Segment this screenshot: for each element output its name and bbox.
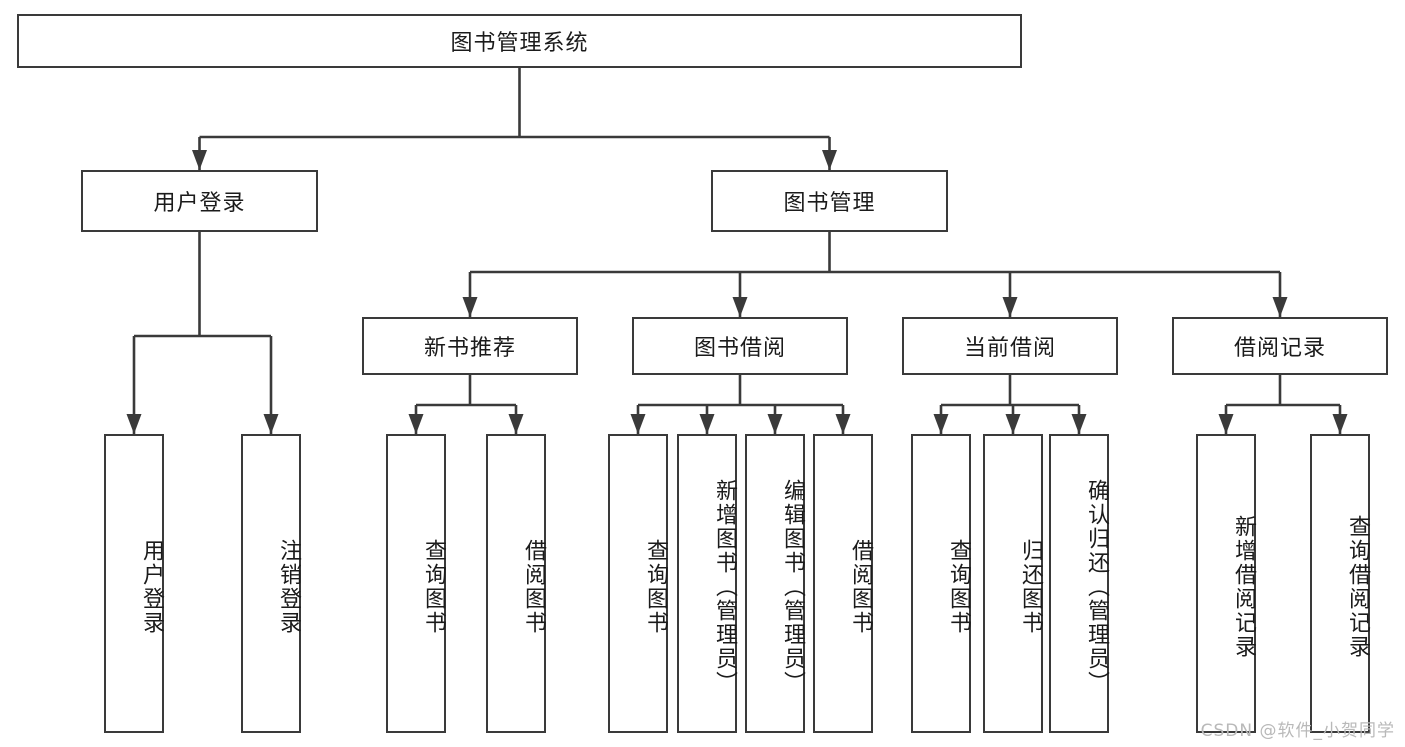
node-label: 借阅图书	[848, 538, 873, 635]
node-label: 新增图书（管理员）	[712, 478, 737, 695]
node-label: 图书管理系统	[450, 31, 589, 56]
leaf-confirm-return-admin[interactable]: 确认归还（管理员）	[1049, 434, 1109, 733]
node-label: 归还图书	[1018, 538, 1043, 635]
node-label: 查询借阅记录	[1345, 514, 1370, 659]
node-book-management[interactable]: 图书管理	[711, 170, 948, 232]
leaf-query-books-current[interactable]: 查询图书	[911, 434, 971, 733]
leaf-query-books-new[interactable]: 查询图书	[386, 434, 446, 733]
node-current-borrowing[interactable]: 当前借阅	[902, 317, 1118, 375]
leaf-query-borrow-record[interactable]: 查询借阅记录	[1310, 434, 1370, 733]
leaf-add-borrow-record[interactable]: 新增借阅记录	[1196, 434, 1256, 733]
node-borrowing-record[interactable]: 借阅记录	[1172, 317, 1388, 375]
leaf-query-books-borrow[interactable]: 查询图书	[608, 434, 668, 733]
node-label: 新书推荐	[423, 336, 516, 361]
leaf-user-login[interactable]: 用户登录	[104, 434, 164, 733]
node-label: 借阅图书	[521, 538, 546, 635]
node-label: 用户登录	[153, 191, 246, 216]
leaf-borrow-books-new[interactable]: 借阅图书	[486, 434, 546, 733]
leaf-return-books[interactable]: 归还图书	[983, 434, 1043, 733]
node-new-book-recommendation[interactable]: 新书推荐	[362, 317, 578, 375]
node-label: 查询图书	[421, 538, 446, 635]
node-label: 当前借阅	[963, 336, 1056, 361]
node-book-borrowing[interactable]: 图书借阅	[632, 317, 848, 375]
node-root-book-management-system[interactable]: 图书管理系统	[17, 14, 1022, 68]
leaf-logout[interactable]: 注销登录	[241, 434, 301, 733]
node-label: 编辑图书（管理员）	[780, 478, 805, 695]
node-label: 借阅记录	[1233, 336, 1326, 361]
leaf-edit-book-admin[interactable]: 编辑图书（管理员）	[745, 434, 805, 733]
node-label: 注销登录	[276, 538, 301, 635]
leaf-add-book-admin[interactable]: 新增图书（管理员）	[677, 434, 737, 733]
node-label: 新增借阅记录	[1231, 514, 1256, 659]
node-label: 确认归还（管理员）	[1084, 478, 1109, 695]
node-label: 查询图书	[946, 538, 971, 635]
node-label: 图书管理	[783, 191, 876, 216]
node-label: 查询图书	[643, 538, 668, 635]
node-user-login[interactable]: 用户登录	[81, 170, 318, 232]
leaf-borrow-books[interactable]: 借阅图书	[813, 434, 873, 733]
node-label: 图书借阅	[693, 336, 786, 361]
node-label: 用户登录	[139, 538, 164, 635]
